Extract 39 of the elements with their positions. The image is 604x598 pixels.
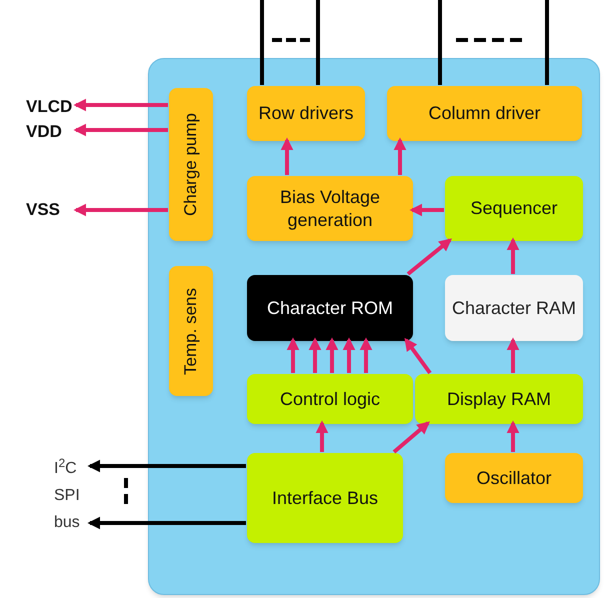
arrow	[404, 338, 432, 374]
pin-label: VSS	[22, 200, 82, 220]
block-box: Charge pump	[169, 88, 213, 241]
arrow	[286, 337, 300, 373]
arrow	[506, 337, 520, 373]
pin-label: VLCD	[22, 97, 82, 117]
arrow	[360, 337, 372, 373]
arrow	[280, 137, 294, 175]
arrow	[506, 237, 520, 274]
block-box: Oscillator	[445, 453, 583, 503]
block-box: Display RAM	[415, 374, 583, 424]
arrow	[342, 337, 356, 373]
arrow	[394, 137, 406, 175]
pin-label: SPI	[50, 486, 90, 506]
arrow	[506, 420, 520, 452]
arrow	[308, 337, 322, 373]
block-box: Row drivers	[247, 86, 365, 141]
block-box: Character RAM	[445, 275, 583, 341]
block-box: Column driver	[387, 86, 582, 141]
block-box: Control logic	[247, 374, 413, 424]
pin-label: bus	[50, 513, 90, 533]
arrow	[87, 460, 246, 472]
arrow	[409, 204, 444, 216]
arrow	[73, 204, 168, 216]
arrow	[73, 124, 168, 136]
arrow	[87, 516, 246, 530]
block-box: Temp. sens	[169, 266, 213, 396]
block-box: Interface Bus	[247, 453, 403, 543]
arrow	[406, 238, 452, 276]
pin-label: I$^{2}$C	[50, 459, 90, 479]
block-box: Character ROM	[247, 275, 413, 341]
pin-label: VDD	[22, 122, 82, 142]
block-box: Bias Voltage generation	[247, 176, 413, 241]
arrow	[392, 421, 430, 454]
arrow	[326, 337, 338, 373]
chip-background	[148, 58, 600, 595]
arrow	[316, 420, 328, 452]
arrow	[73, 98, 168, 112]
block-box: Sequencer	[445, 176, 583, 241]
